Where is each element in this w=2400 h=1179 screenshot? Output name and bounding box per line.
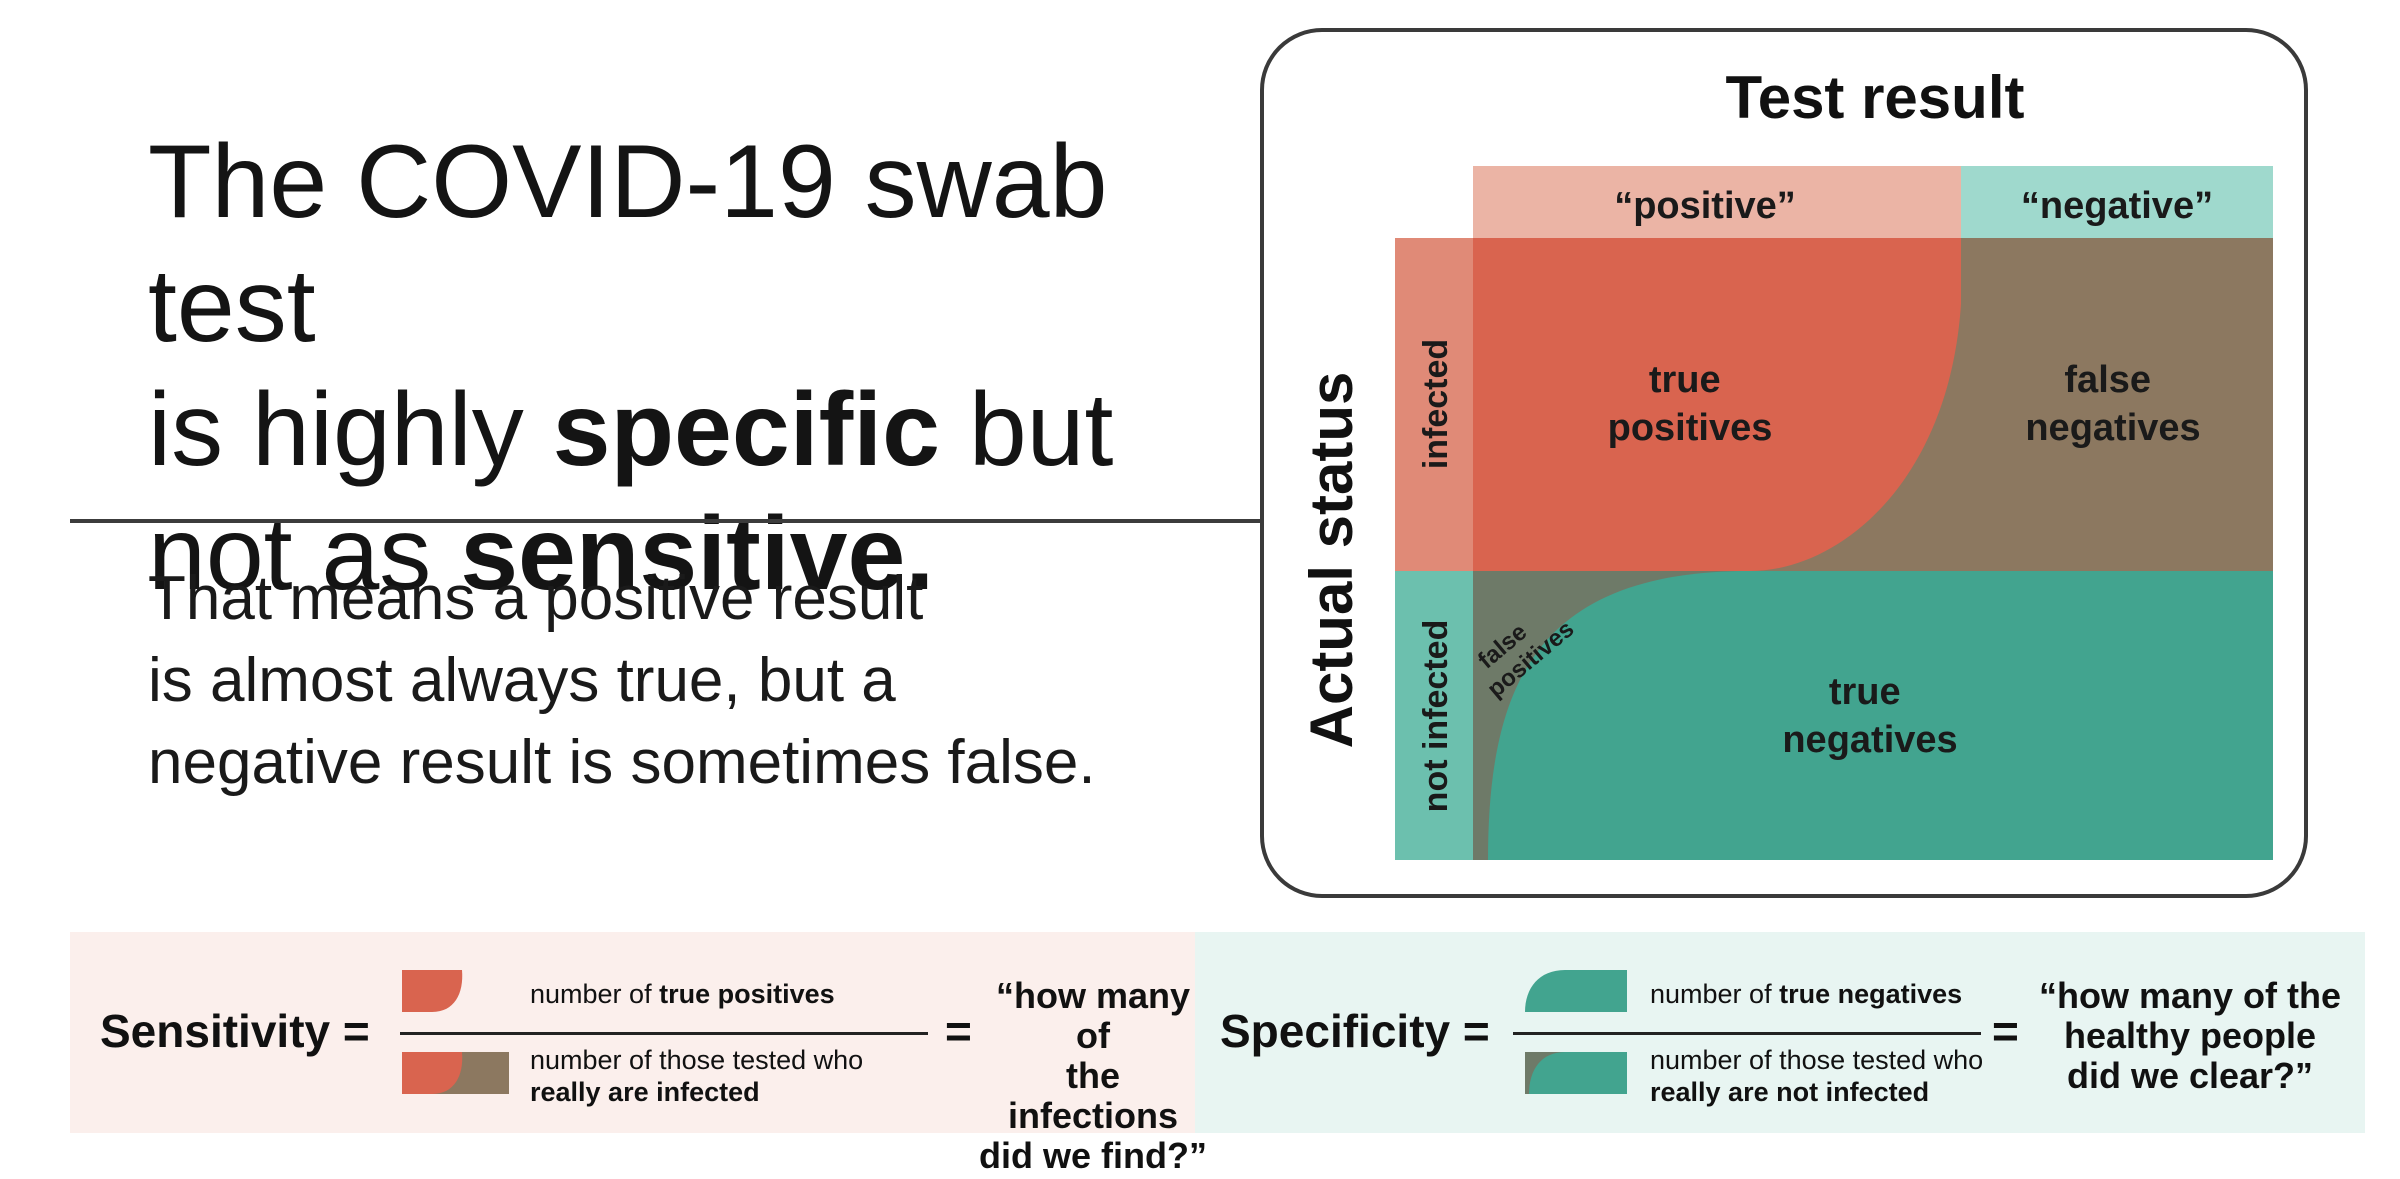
specificity-formula: Specificity = number of true negatives n…	[1195, 932, 2365, 1133]
false-negatives-label: false negatives	[2025, 359, 2200, 449]
row-label-not-infected: not infected	[1417, 620, 1455, 813]
specificity-label: Specificity =	[1220, 1005, 1490, 1057]
headline-line-3-start: not as	[148, 496, 461, 612]
row-label-infected: infected	[1417, 339, 1455, 469]
curve-false-negative-overlap	[1750, 238, 1963, 571]
specificity-fraction-bar	[1513, 1032, 1981, 1035]
headline-line-2-end: but	[939, 372, 1114, 488]
sensitivity-formula: Sensitivity = number of true positives n…	[70, 932, 1207, 1176]
true-positives-icon	[402, 970, 463, 1012]
sensitivity-label: Sensitivity =	[100, 1005, 370, 1057]
specificity-question: “how many of the healthy people did we c…	[2038, 975, 2341, 1096]
subtext-line-1: That means a positive result	[148, 564, 924, 633]
row-header-not-infected	[1395, 571, 1473, 860]
headline-divider	[70, 519, 1260, 523]
headline-line-1: The COVID-19 swab test	[148, 124, 1108, 364]
matrix-panel	[1260, 28, 2308, 898]
specificity-equals: =	[1992, 1005, 2019, 1057]
true-positives-label: true positives	[1608, 359, 1773, 449]
infected-row-icon	[402, 1052, 509, 1094]
col-header-negative	[1961, 166, 2273, 238]
specificity-denominator: number of those tested who really are no…	[1650, 1045, 1984, 1107]
specificity-numerator: number of true negatives	[1650, 979, 1963, 1009]
sensitivity-question: “how many of the infections did we find?…	[979, 975, 1207, 1176]
headline-sensitive: sensitive.	[460, 496, 935, 612]
col-header-positive	[1473, 166, 1961, 238]
row-header-infected	[1395, 238, 1473, 571]
not-infected-row-icon	[1525, 1052, 1627, 1094]
test-result-title: Test result	[1726, 64, 2025, 131]
headline-line-2-start: is highly	[148, 372, 553, 488]
subtext: That means a positive result is almost a…	[148, 558, 1148, 804]
true-negatives-label: true negatives	[1782, 671, 1957, 761]
headline-line-3: not as sensitive.	[148, 492, 1248, 616]
col-label-positive: “positive”	[1614, 185, 1796, 227]
true-negatives-icon	[1525, 970, 1627, 1012]
headline-line-2: is highly specific but	[148, 368, 1248, 492]
cell-false-negatives	[1961, 238, 2273, 571]
headline-specific: specific	[552, 372, 940, 488]
sensitivity-equals: =	[945, 1005, 972, 1057]
curve-true-negatives	[1488, 571, 2273, 860]
subtext-line-2: is almost always true, but a	[148, 646, 896, 715]
subtext-line-3: negative result is sometimes false.	[148, 728, 1096, 797]
col-label-negative: “negative”	[2021, 185, 2213, 227]
headline: The COVID-19 swab test is highly specifi…	[148, 120, 1248, 616]
sensitivity-denominator: number of those tested who really are in…	[530, 1045, 864, 1107]
sensitivity-fraction-bar	[400, 1032, 928, 1035]
actual-status-title: Actual status	[1298, 372, 1365, 749]
sensitivity-numerator: number of true positives	[530, 979, 835, 1009]
